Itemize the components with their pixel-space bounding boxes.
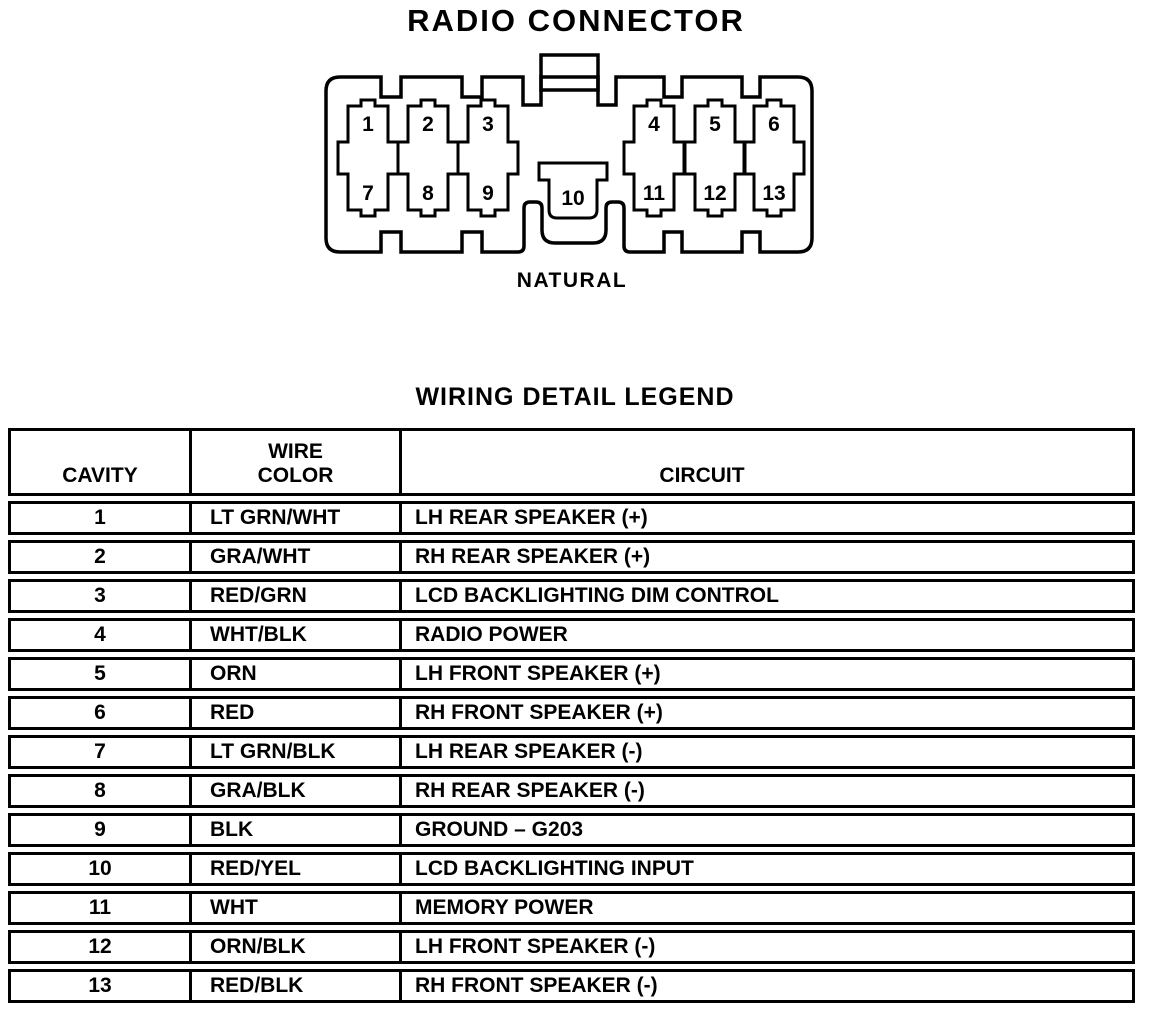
pin-number-bottom: 12 <box>703 182 726 205</box>
wire-color-cell: LT GRN/BLK <box>192 738 402 766</box>
cavity-cell: 7 <box>11 738 192 766</box>
connector-index-tab <box>539 53 600 92</box>
circuit-cell: RH REAR SPEAKER (+) <box>415 545 651 568</box>
connector-pin: 6 13 <box>742 98 806 218</box>
cavity-cell: 12 <box>11 933 192 961</box>
pin-number-bottom: 9 <box>482 182 494 205</box>
circuit-cell: RH FRONT SPEAKER (+) <box>415 701 663 724</box>
pin-number-bottom: 11 <box>643 182 666 205</box>
pin-number-bottom: 8 <box>422 182 434 205</box>
wire-color-cell: WHT/BLK <box>192 621 402 649</box>
cavity-cell: 2 <box>11 543 192 571</box>
legend-table-body: 1 LT GRN/WHT LH REAR SPEAKER (+) 2 GRA/W… <box>8 501 1135 1003</box>
table-row: 13 RED/BLK RH FRONT SPEAKER (-) <box>8 969 1135 1003</box>
circuit-cell: LH FRONT SPEAKER (+) <box>415 662 661 685</box>
connector-pin-center: 10 <box>537 161 609 220</box>
circuit-cell: LH REAR SPEAKER (-) <box>415 740 643 763</box>
table-row: 5 ORN LH FRONT SPEAKER (+) <box>8 657 1135 691</box>
column-header-circuit: CIRCUIT <box>659 464 745 487</box>
pin-number-top: 4 <box>648 113 660 136</box>
cavity-cell: 5 <box>11 660 192 688</box>
circuit-cell: GROUND – G203 <box>415 818 584 841</box>
circuit-cell: LH REAR SPEAKER (+) <box>415 506 648 529</box>
column-header-wire-color: WIRE COLOR <box>192 431 402 493</box>
cavity-cell: 1 <box>11 504 192 532</box>
table-row: 11 WHT MEMORY POWER <box>8 891 1135 925</box>
legend-table-header: CAVITY WIRE COLOR CIRCUIT <box>8 428 1135 496</box>
legend-table: CAVITY WIRE COLOR CIRCUIT 1 LT GRN/WHT L… <box>8 428 1135 1003</box>
connector-pin: 2 8 <box>396 98 460 218</box>
circuit-cell: MEMORY POWER <box>415 896 594 919</box>
table-row: 10 RED/YEL LCD BACKLIGHTING INPUT <box>8 852 1135 886</box>
column-header-cavity: CAVITY <box>11 431 192 493</box>
wire-color-cell: RED/GRN <box>192 582 402 610</box>
cavity-cell: 10 <box>11 855 192 883</box>
wire-color-cell: GRA/WHT <box>192 543 402 571</box>
pin-number-top: 2 <box>422 113 434 136</box>
connector-pin: 1 7 <box>336 98 400 218</box>
table-row: 8 GRA/BLK RH REAR SPEAKER (-) <box>8 774 1135 808</box>
wire-color-cell: RED/BLK <box>192 972 402 1000</box>
page-title: RADIO CONNECTOR <box>407 3 745 38</box>
circuit-cell: LCD BACKLIGHTING DIM CONTROL <box>415 584 779 607</box>
wire-color-cell: ORN/BLK <box>192 933 402 961</box>
pin-number-top: 6 <box>768 113 780 136</box>
table-row: 4 WHT/BLK RADIO POWER <box>8 618 1135 652</box>
legend-title: WIRING DETAIL LEGEND <box>415 383 735 411</box>
pin-number-bottom: 7 <box>362 182 374 205</box>
wire-color-cell: BLK <box>192 816 402 844</box>
table-row: 12 ORN/BLK LH FRONT SPEAKER (-) <box>8 930 1135 964</box>
wire-color-cell: GRA/BLK <box>192 777 402 805</box>
wire-color-cell: WHT <box>192 894 402 922</box>
connector-color-label: NATURAL <box>516 269 628 292</box>
connector-body-outline <box>324 75 814 254</box>
connector-pin: 4 11 <box>622 98 686 218</box>
table-row: 3 RED/GRN LCD BACKLIGHTING DIM CONTROL <box>8 579 1135 613</box>
cavity-cell: 13 <box>11 972 192 1000</box>
connector-pin: 3 9 <box>456 98 520 218</box>
pin-number-top: 1 <box>362 113 374 136</box>
connector-pin: 5 12 <box>683 98 747 218</box>
cavity-cell: 8 <box>11 777 192 805</box>
circuit-cell: RADIO POWER <box>415 623 568 646</box>
pin-number-center: 10 <box>561 187 584 210</box>
connector-drawing: 1 7 2 8 3 9 4 11 5 12 6 13 <box>324 53 814 254</box>
cavity-cell: 6 <box>11 699 192 727</box>
table-row: 2 GRA/WHT RH REAR SPEAKER (+) <box>8 540 1135 574</box>
circuit-cell: RH REAR SPEAKER (-) <box>415 779 645 802</box>
table-row: 1 LT GRN/WHT LH REAR SPEAKER (+) <box>8 501 1135 535</box>
wire-color-cell: RED <box>192 699 402 727</box>
cavity-cell: 4 <box>11 621 192 649</box>
wire-color-cell: LT GRN/WHT <box>192 504 402 532</box>
center-cavity-outline <box>537 161 609 220</box>
table-row: 7 LT GRN/BLK LH REAR SPEAKER (-) <box>8 735 1135 769</box>
circuit-cell: LH FRONT SPEAKER (-) <box>415 935 656 958</box>
pin-number-bottom: 13 <box>762 182 785 205</box>
cavity-cell: 3 <box>11 582 192 610</box>
wire-color-cell: RED/YEL <box>192 855 402 883</box>
circuit-cell: RH FRONT SPEAKER (-) <box>415 974 658 997</box>
wire-color-cell: ORN <box>192 660 402 688</box>
circuit-cell: LCD BACKLIGHTING INPUT <box>415 857 694 880</box>
table-row: 9 BLK GROUND – G203 <box>8 813 1135 847</box>
cavity-cell: 11 <box>11 894 192 922</box>
pin-number-top: 3 <box>482 113 494 136</box>
pin-number-top: 5 <box>709 113 721 136</box>
table-row: 6 RED RH FRONT SPEAKER (+) <box>8 696 1135 730</box>
cavity-cell: 9 <box>11 816 192 844</box>
